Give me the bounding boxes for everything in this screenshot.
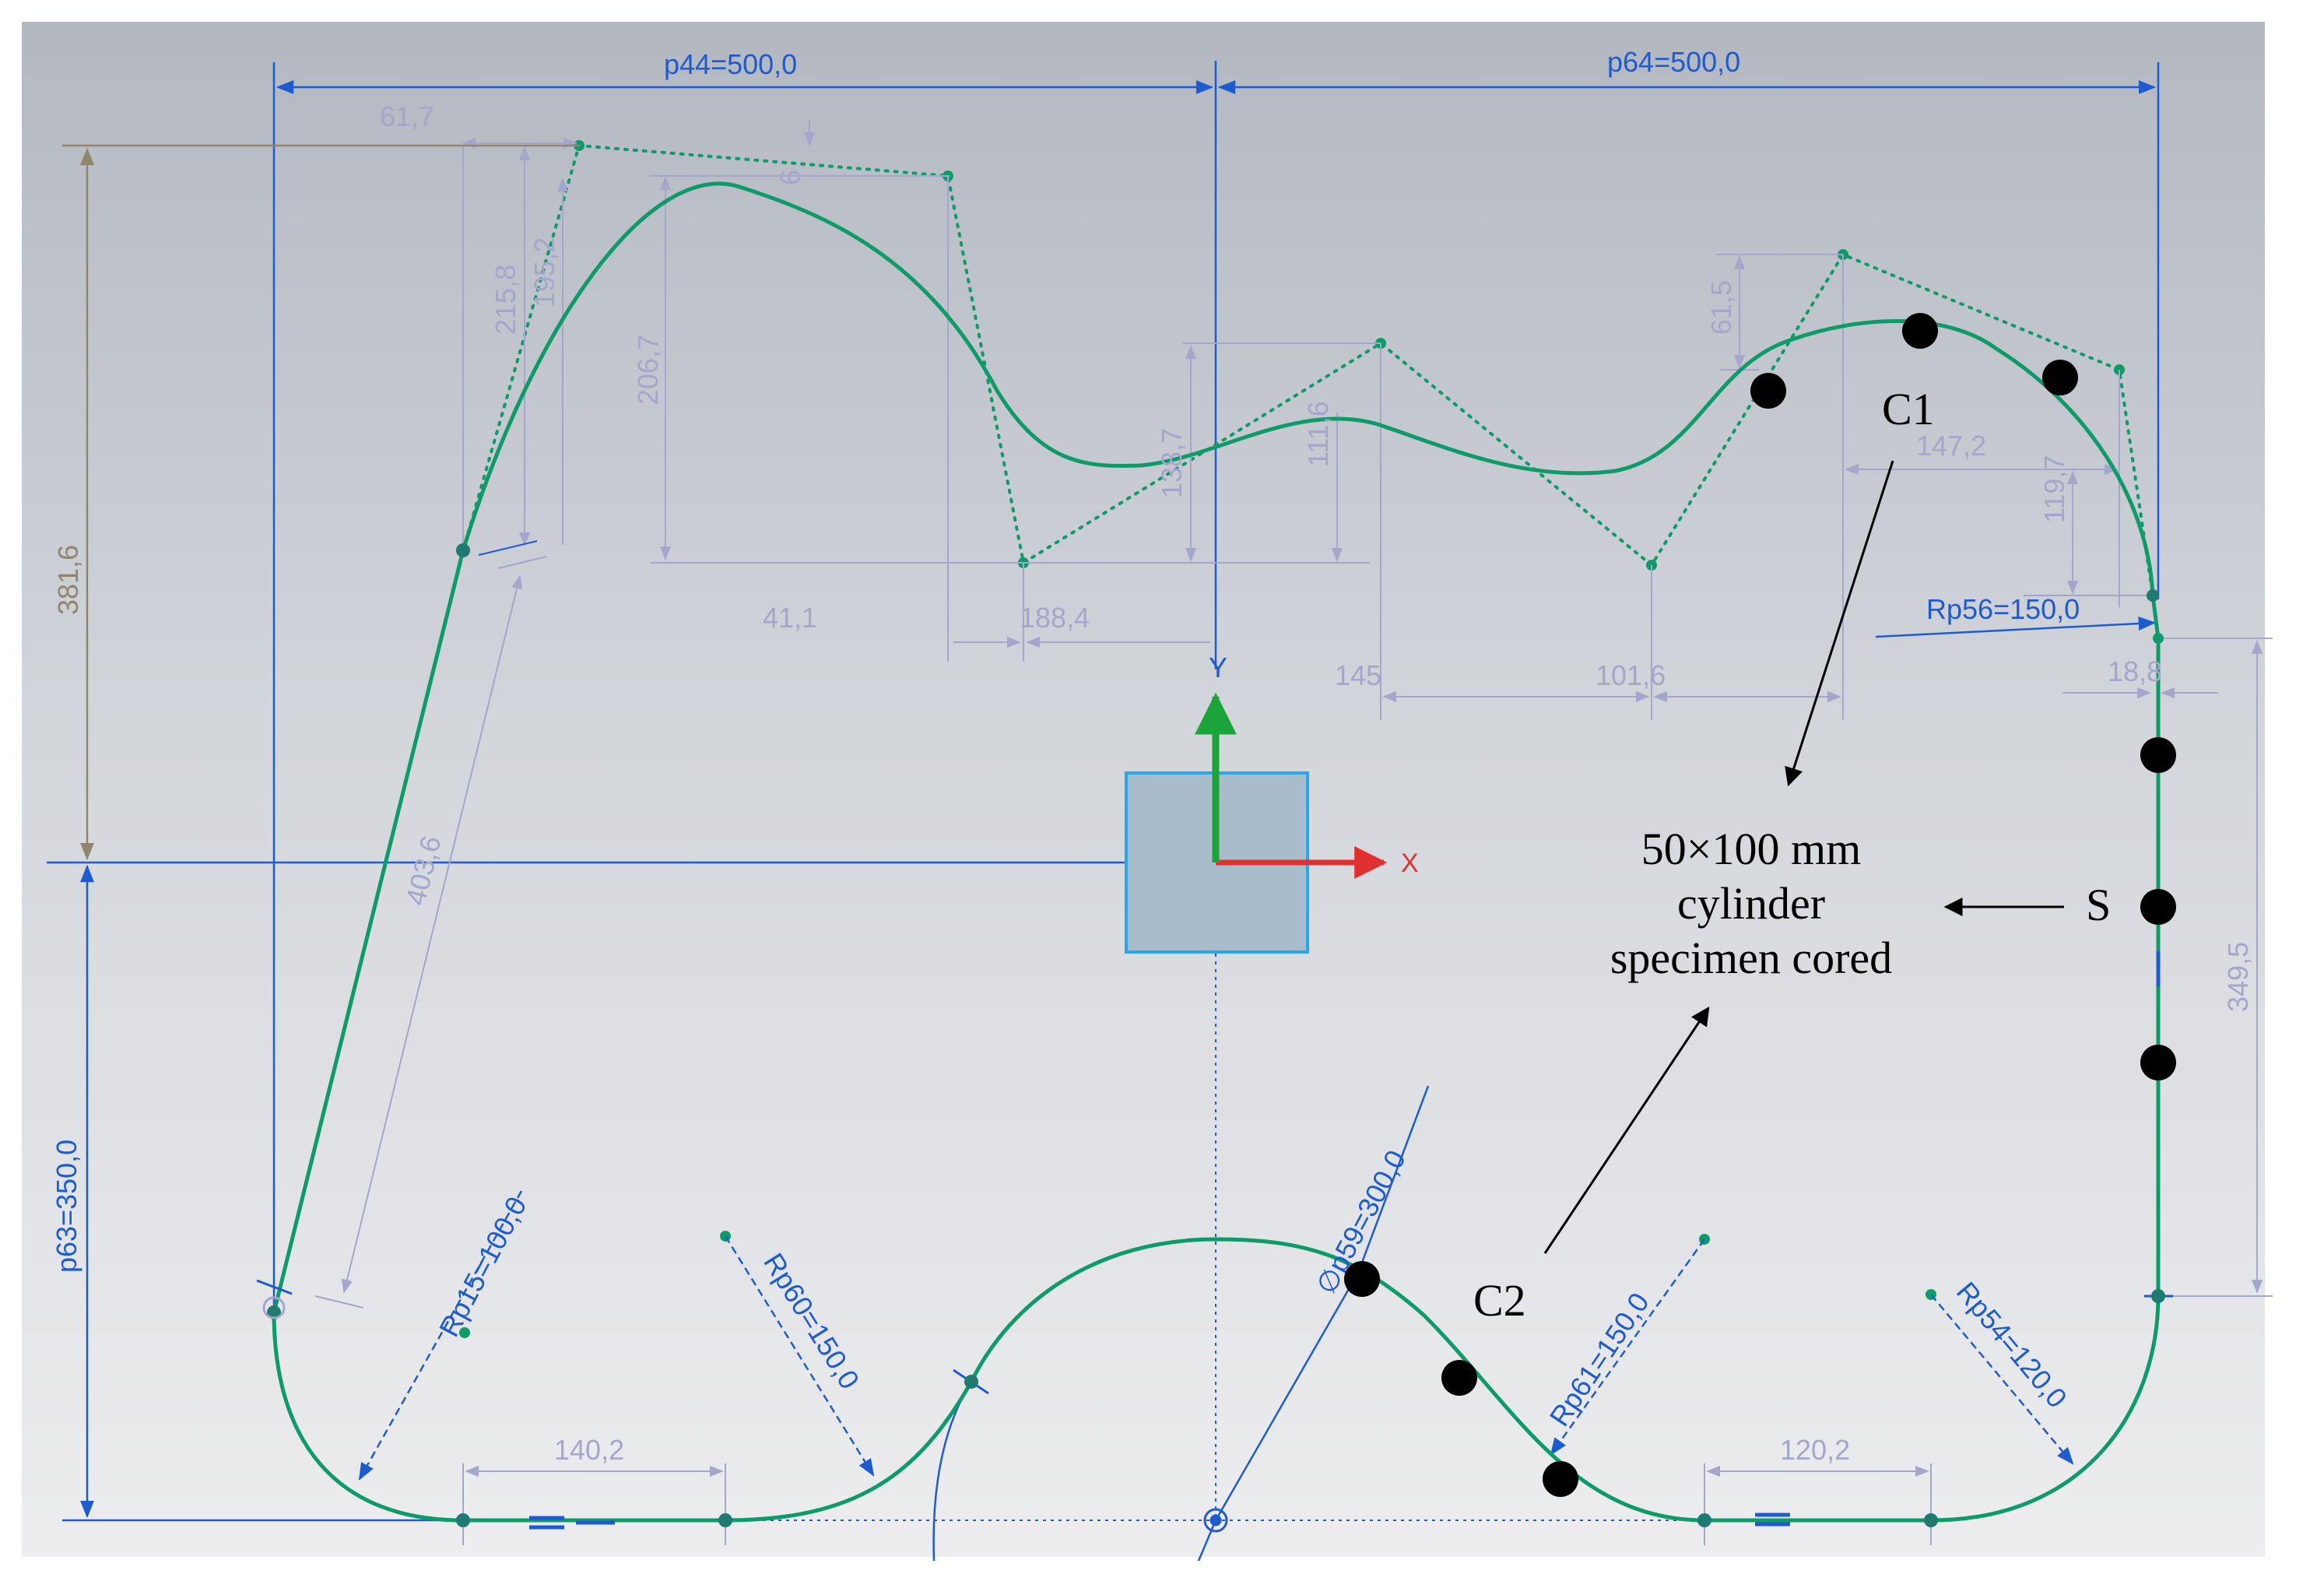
specimen-markers	[1344, 313, 2176, 1497]
dim-119-7: 119,7	[2038, 455, 2070, 523]
dim-p64: p64=500,0	[1607, 46, 1740, 78]
dim-188-4: 188,4	[1020, 602, 1090, 634]
dim-349-5: 349,5	[2222, 942, 2254, 1012]
x-axis-label: X	[1401, 848, 1419, 878]
specimen-label-line2: cylinder	[1677, 878, 1825, 929]
origin-symbols	[262, 1296, 1228, 1533]
vertex[interactable]	[1924, 1513, 1938, 1527]
coordinate-system[interactable]: X Y	[1125, 652, 1419, 954]
driving-dimensions	[80, 80, 2157, 1562]
dim-6: 6	[774, 170, 806, 185]
dim-381-6: 381,6	[52, 545, 84, 615]
vertex[interactable]	[2147, 589, 2159, 602]
dim-195-2: 195,2	[528, 237, 560, 307]
marker-c2	[1441, 1360, 1477, 1396]
reference-dimension-labels: 61,7 215,8 195,2 206,7 6 41,1 188,4 138,…	[52, 100, 2254, 1466]
dim-140-2: 140,2	[554, 1434, 624, 1466]
marker-c1	[1750, 373, 1786, 409]
dim-206-7: 206,7	[632, 335, 664, 405]
marker-s	[2140, 737, 2176, 773]
dim-61-7: 61,7	[380, 100, 434, 132]
vertex[interactable]	[718, 1513, 732, 1527]
specimen-label-line3: specimen cored	[1610, 933, 1892, 983]
annotation-labels: C1 S C2 50×100 mm cylinder specimen core…	[1473, 384, 2111, 1326]
spline-control-polyline	[462, 143, 2154, 597]
marker-c2	[1543, 1461, 1578, 1497]
dimension-381-6	[62, 144, 580, 861]
vertex[interactable]	[964, 1375, 978, 1389]
vertex[interactable]	[456, 1513, 470, 1527]
dim-41-1: 41,1	[763, 602, 817, 634]
dim-p63: p63=350,0	[51, 1140, 82, 1273]
dim-145: 145	[1335, 659, 1381, 691]
dim-120-2: 120,2	[1780, 1434, 1850, 1466]
control-polygon	[462, 143, 2154, 597]
dim-61-5: 61,5	[1705, 280, 1737, 335]
vertex[interactable]	[267, 1305, 281, 1319]
construction-lines	[47, 61, 2160, 1562]
marker-s	[2140, 889, 2176, 925]
marker-c1	[1902, 313, 1938, 349]
constraint-glyphs	[256, 540, 2173, 1530]
y-axis-label: Y	[1209, 652, 1227, 683]
specimen-label-line1: 50×100 mm	[1641, 824, 1861, 874]
vertex[interactable]	[1697, 1513, 1711, 1527]
arrow-c2	[1543, 1007, 1710, 1254]
profile-curve[interactable]	[272, 181, 2161, 1523]
marker-s	[2140, 1045, 2176, 1080]
arrow-c1	[1785, 460, 1894, 787]
dim-rp56: Rp56=150,0	[1926, 593, 2080, 625]
arc-center-point[interactable]	[459, 1327, 470, 1338]
dim-147-2: 147,2	[1916, 430, 1986, 462]
profile-vertices	[267, 543, 2165, 1527]
dim-138-7: 138,7	[1156, 428, 1188, 498]
marker-c2	[1344, 1261, 1380, 1297]
label-c1: C1	[1882, 384, 1935, 434]
dim-18-8: 18,8	[2108, 655, 2162, 687]
vertex[interactable]	[2151, 1289, 2165, 1303]
reference-dimensions	[314, 121, 2273, 1545]
annotation-arrows	[1543, 460, 2064, 1254]
vertex[interactable]	[456, 543, 470, 557]
label-s: S	[2086, 880, 2111, 930]
label-c2: C2	[1473, 1275, 1526, 1326]
marker-c1	[2042, 360, 2078, 395]
dim-101-6: 101,6	[1596, 659, 1666, 691]
dim-215-8: 215,8	[490, 265, 521, 335]
dim-111-6: 111,6	[1302, 401, 1334, 467]
dim-p44: p44=500,0	[664, 48, 797, 80]
